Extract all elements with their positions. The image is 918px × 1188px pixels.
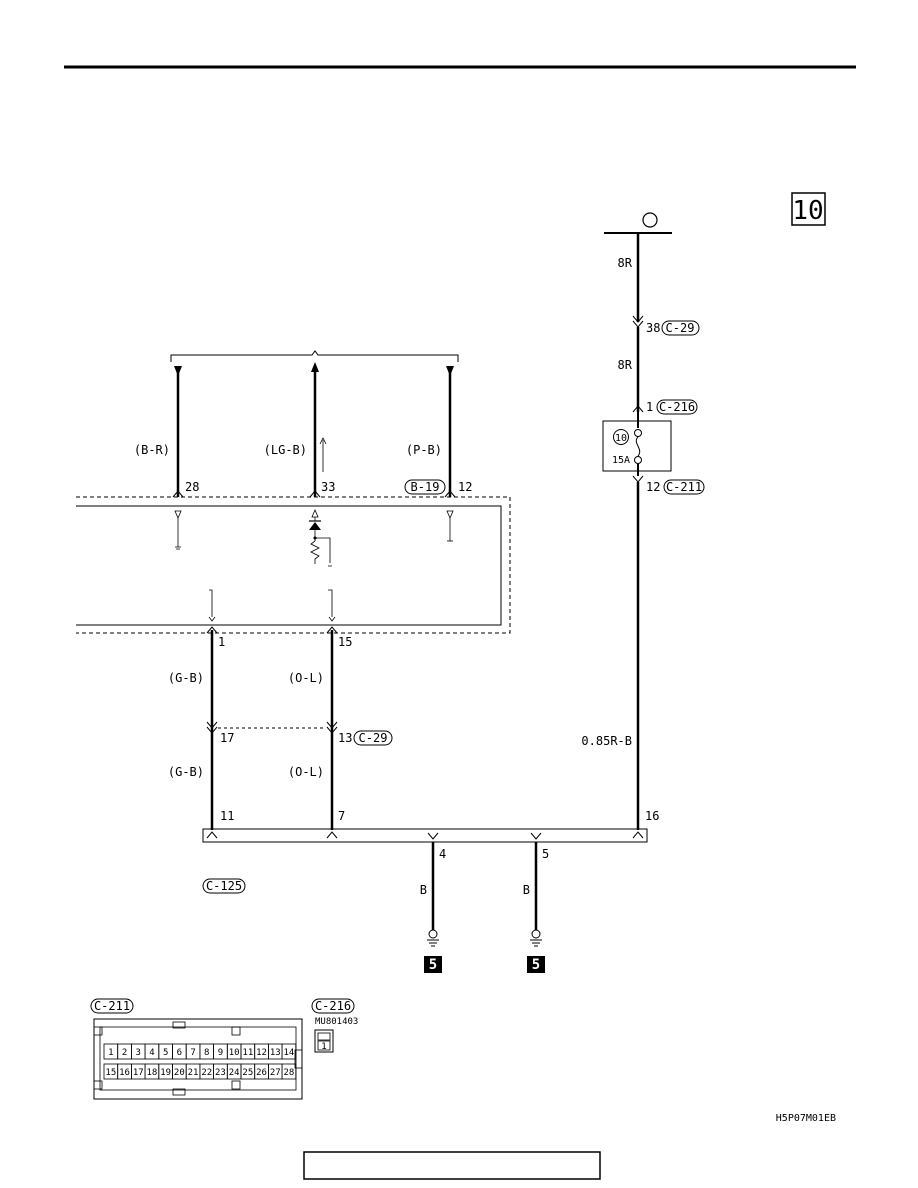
- c211-pin-number: 7: [190, 1048, 195, 1058]
- c211-pin-number: 22: [201, 1068, 212, 1078]
- connector-label-c125: C-125: [206, 879, 242, 893]
- c211-pin-number: 5: [163, 1048, 168, 1058]
- pin-15: 15: [338, 635, 352, 649]
- connector-label-c211-b: C-211: [94, 999, 130, 1013]
- c211-pin-number: 12: [256, 1048, 267, 1058]
- pin-16: 16: [645, 809, 659, 823]
- c211-pin-number: 8: [204, 1048, 209, 1058]
- connector-label-c216-a: C-216: [659, 400, 695, 414]
- figure-code: H5P07M01EB: [776, 1113, 836, 1124]
- wire-label-b-r: (B-R): [134, 443, 170, 457]
- c211-pin-number: 6: [177, 1048, 182, 1058]
- pin-4: 4: [439, 847, 446, 861]
- pin-12-c211: 12: [646, 480, 660, 494]
- pin-1-c216: 1: [646, 400, 653, 414]
- fuse-box: 10 15A: [602, 412, 672, 476]
- internal-diode-resistor: [309, 508, 332, 567]
- c211-pin-cell: [281, 1063, 297, 1080]
- control-unit: [76, 496, 511, 634]
- page-number: 10: [792, 196, 823, 226]
- wire-label-8r-lower: 8R: [618, 358, 633, 372]
- c211-pin-number: 25: [242, 1068, 253, 1078]
- ground-icon: [427, 929, 439, 947]
- c211-pin-number: 4: [149, 1048, 154, 1058]
- ground-icon: [530, 929, 542, 947]
- c211-pin-number: 3: [136, 1048, 141, 1058]
- ground-point-label-left: 5: [429, 957, 437, 973]
- internal-ground-icon: [175, 546, 181, 550]
- connector-label-c29-a: C-29: [666, 321, 695, 335]
- fuse-number: 10: [615, 433, 627, 444]
- wire-label-b-left: B: [420, 883, 427, 897]
- c211-pin-number: 9: [218, 1048, 223, 1058]
- pin-1-b19: 1: [218, 635, 225, 649]
- pin-33: 33: [321, 480, 335, 494]
- ground-point-badge-left: [424, 956, 442, 973]
- c211-pin-number: 2: [122, 1048, 127, 1058]
- wire-label-p-b: (P-B): [406, 443, 442, 457]
- connector-label-b19: B-19: [411, 480, 440, 494]
- connector-part-number: MU801403: [315, 1017, 358, 1027]
- c211-pin-number: 11: [242, 1048, 253, 1058]
- pin-11: 11: [220, 809, 234, 823]
- c211-pin-number: 24: [229, 1068, 240, 1078]
- arrow-b-r: [174, 366, 182, 376]
- c216-pin-1: 1: [321, 1042, 326, 1052]
- wire-label-8r-upper: 8R: [618, 256, 633, 270]
- connector-mark-c211-12: [632, 475, 644, 483]
- wire-label-lg-b: (LG-B): [264, 443, 307, 457]
- connector-c125-bar: [202, 828, 648, 843]
- pin-13: 13: [338, 731, 352, 745]
- connector-mark-c216: [632, 405, 644, 413]
- c211-pin-number: 10: [229, 1048, 240, 1058]
- c211-pin-number: 17: [133, 1068, 144, 1078]
- c211-pin-number: 21: [188, 1068, 199, 1078]
- c211-pin-number: 15: [105, 1068, 116, 1078]
- c211-pin-number: 26: [256, 1068, 267, 1078]
- wire-label-g-b-lower: (G-B): [168, 765, 204, 779]
- wire-label-b-right: B: [523, 883, 530, 897]
- c211-pin-number: 1: [108, 1048, 113, 1058]
- connector-view-c216: 1: [314, 1029, 334, 1053]
- pin-28: 28: [185, 480, 199, 494]
- arrow-lg-b: [311, 362, 319, 372]
- pin-17: 17: [220, 731, 234, 745]
- ground-point-badge-right: [527, 956, 545, 973]
- c211-pin-number: 13: [270, 1048, 281, 1058]
- pin-5: 5: [542, 847, 549, 861]
- c211-pin-number: 28: [284, 1068, 295, 1078]
- c211-pin-cell: [281, 1043, 297, 1060]
- wire-label-g-b-upper: (G-B): [168, 671, 204, 685]
- connector-label-c29-b: C-29: [359, 731, 388, 745]
- c211-pin-number: 19: [160, 1068, 171, 1078]
- footer-box: [303, 1151, 601, 1180]
- c211-pin-number: 20: [174, 1068, 185, 1078]
- c211-pin-number: 16: [119, 1068, 130, 1078]
- pin-7: 7: [338, 809, 345, 823]
- pin-38: 38: [646, 321, 660, 335]
- page-number-box: 10: [791, 192, 826, 226]
- c211-pin-number: 27: [270, 1068, 281, 1078]
- c211-pin-number: 23: [215, 1068, 226, 1078]
- wire-label-o-l-upper: (O-L): [288, 671, 324, 685]
- power-source: [604, 212, 672, 234]
- pin-12-b19: 12: [458, 480, 472, 494]
- wire-label-085r-b: 0.85R-B: [581, 734, 632, 748]
- c211-pin-number: 14: [284, 1048, 295, 1058]
- wire-label-o-l-lower: (O-L): [288, 765, 324, 779]
- connector-label-c216-b: C-216: [315, 999, 351, 1013]
- group-bracket: [170, 350, 459, 362]
- connector-label-c211-a: C-211: [666, 480, 702, 494]
- ground-point-label-right: 5: [532, 957, 540, 973]
- fuse-rating: 15A: [612, 455, 630, 466]
- arrow-p-b: [446, 366, 454, 376]
- c211-pin-number: 18: [147, 1068, 158, 1078]
